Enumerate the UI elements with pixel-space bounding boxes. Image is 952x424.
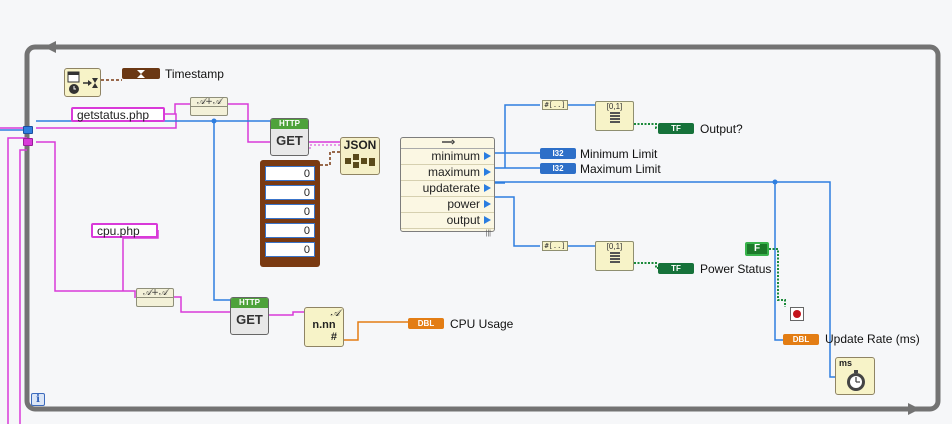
maximum-limit-label: Maximum Limit — [580, 162, 661, 176]
minimum-limit-label: Minimum Limit — [580, 147, 658, 161]
bars-icon — [610, 252, 620, 263]
power-status-label: Power Status — [700, 262, 772, 276]
to-boolean-node-power[interactable]: [0,1] — [595, 241, 634, 271]
json-cluster-icon — [345, 154, 375, 168]
false-constant[interactable]: F — [745, 242, 769, 256]
bars-icon — [610, 112, 620, 123]
clock-calendar-icon — [67, 71, 98, 94]
scan-from-string-node[interactable]: 𝒜 n.nn # — [304, 307, 344, 347]
item-label: power — [447, 197, 480, 211]
index-array-node-output[interactable]: #[..] — [542, 100, 568, 110]
item-label: output — [446, 213, 480, 227]
get-label: GET — [236, 312, 263, 327]
concatenate-strings-node-1[interactable]: 𝒜+𝒜 — [190, 97, 228, 116]
output-arrow-icon — [484, 184, 491, 192]
resize-grip-icon[interactable]: ||| — [485, 230, 491, 237]
dbl-wire — [344, 321, 408, 341]
index-array-node-power[interactable]: #[..] — [542, 241, 568, 251]
item-label: maximum — [427, 165, 480, 179]
array-element[interactable]: 0 — [265, 166, 315, 181]
timestamp-label: Timestamp — [165, 67, 224, 81]
update-rate-label: Update Rate (ms) — [825, 332, 920, 346]
cpu-usage-terminal[interactable]: DBL — [408, 318, 444, 329]
json-label: JSON — [343, 138, 377, 152]
ms-label: ms — [839, 358, 853, 368]
http-header: HTTP — [271, 119, 308, 129]
boolean-wires — [634, 123, 786, 307]
range-label: [0,1] — [606, 242, 623, 251]
output-arrow-icon — [484, 216, 491, 224]
wrench-icon — [401, 138, 494, 149]
loop-arrow-bottom-icon — [908, 403, 920, 415]
http-header: HTTP — [231, 298, 268, 308]
hourglass-icon — [137, 70, 145, 78]
output-arrow-icon — [484, 200, 491, 208]
array-element[interactable]: 0 — [265, 242, 315, 257]
array-element[interactable]: 0 — [265, 204, 315, 219]
cpu-usage-label: CPU Usage — [450, 317, 514, 331]
while-loop-frame[interactable] — [24, 44, 941, 412]
cluster-item-power[interactable]: power — [401, 197, 494, 213]
maximum-limit-terminal[interactable]: I32 — [540, 163, 576, 174]
unflatten-from-json-node[interactable]: JSON — [340, 137, 380, 175]
wait-ms-node[interactable]: ms — [835, 357, 875, 395]
array-element[interactable]: 0 — [265, 223, 315, 238]
range-label: [0,1] — [606, 102, 623, 111]
stopwatch-icon — [847, 370, 865, 391]
output-indicator-terminal[interactable]: TF — [658, 123, 694, 134]
timestamp-wire — [101, 79, 340, 166]
concat-symbol: 𝒜+𝒜 — [191, 98, 227, 107]
getstatus-url-constant[interactable]: getstatus.php — [71, 107, 165, 122]
loop-iteration-terminal[interactable]: i — [31, 393, 45, 406]
to-boolean-node-output[interactable]: [0,1] — [595, 101, 634, 131]
item-label: minimum — [431, 149, 480, 163]
string-wires — [0, 103, 340, 424]
output-arrow-icon — [484, 152, 491, 160]
cpu-url-constant[interactable]: cpu.php — [91, 223, 158, 238]
cluster-item-updaterate[interactable]: updaterate — [401, 181, 494, 197]
update-rate-terminal[interactable]: DBL — [783, 334, 819, 345]
output-label: Output? — [700, 122, 743, 136]
item-label: updaterate — [422, 181, 480, 195]
http-get-node-status[interactable]: HTTP GET — [270, 118, 309, 156]
concatenate-strings-node-2[interactable]: 𝒜+𝒜 — [136, 288, 174, 307]
power-status-terminal[interactable]: TF — [658, 263, 694, 274]
default-array-constant[interactable]: 0 0 0 0 0 — [260, 160, 320, 267]
number-out-symbol: # — [330, 331, 337, 343]
loop-tunnel-blue[interactable] — [23, 126, 33, 134]
cluster-item-maximum[interactable]: maximum — [401, 165, 494, 181]
array-element[interactable]: 0 — [265, 185, 315, 200]
output-arrow-icon — [484, 168, 491, 176]
loop-arrow-top-icon — [44, 41, 56, 53]
get-date-time-node[interactable] — [64, 68, 101, 97]
concat-symbol: 𝒜+𝒜 — [137, 289, 173, 298]
minimum-limit-terminal[interactable]: I32 — [540, 148, 576, 159]
get-label: GET — [276, 133, 303, 148]
format-label: n.nn — [312, 319, 336, 331]
unbundle-by-name-node[interactable]: minimum maximum updaterate power output … — [400, 137, 495, 237]
string-in-symbol: 𝒜 — [330, 308, 340, 319]
cluster-item-output[interactable]: output — [401, 213, 494, 229]
timestamp-indicator-terminal[interactable] — [122, 68, 160, 79]
cluster-item-minimum[interactable]: minimum — [401, 149, 494, 165]
loop-tunnel-pink[interactable] — [23, 138, 33, 146]
stop-condition-terminal[interactable] — [790, 307, 804, 321]
http-get-node-cpu[interactable]: HTTP GET — [230, 297, 269, 335]
